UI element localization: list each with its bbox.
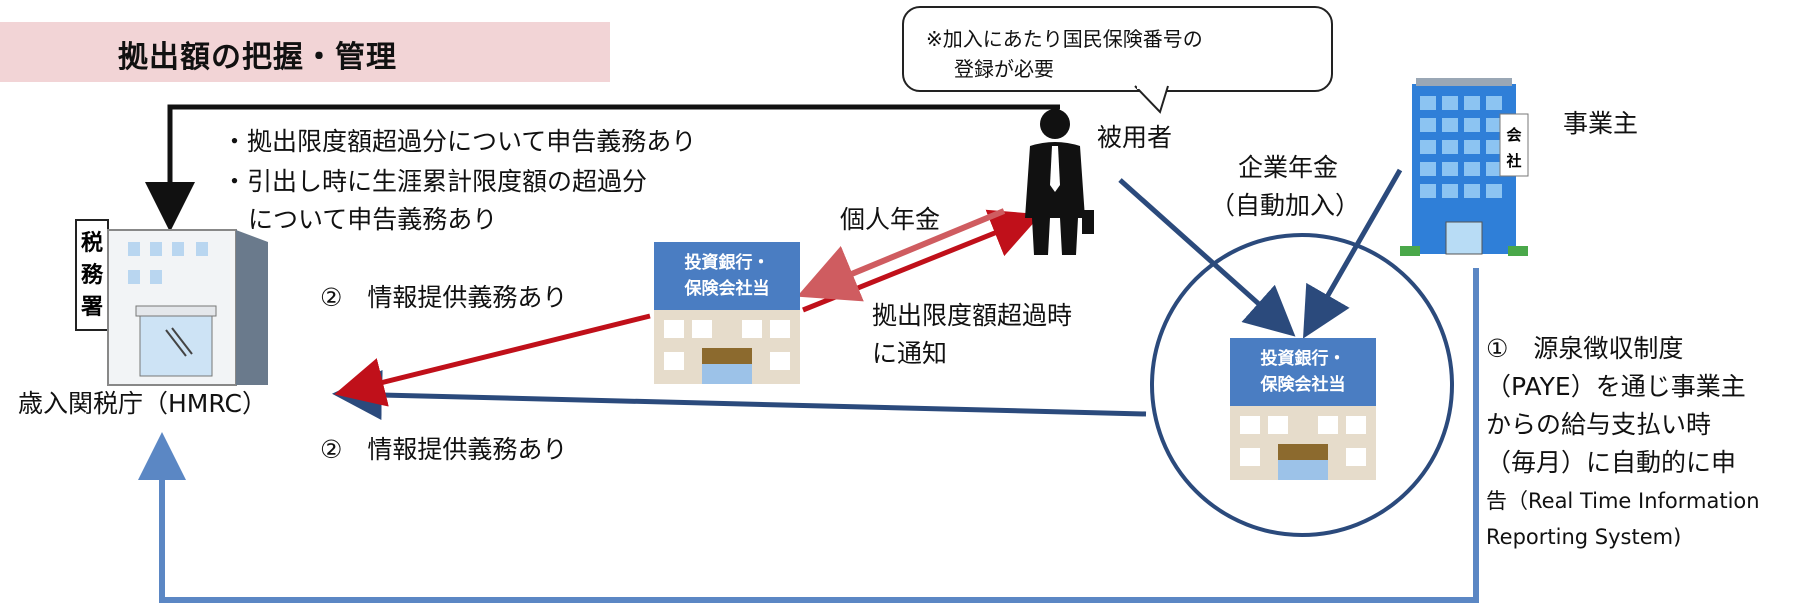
corporate-pension-label-2: （自動加入） [1210, 191, 1361, 220]
paye-line-1: ① 源泉徴収制度 [1486, 334, 1684, 363]
note-line-2: ・引出し時に生涯累計限度額の超過分 [222, 167, 648, 196]
bubble-line-2: 登録が必要 [954, 57, 1054, 81]
tax-office-sign-2: 務 [81, 262, 104, 288]
enrollment-circle [1150, 233, 1454, 537]
speech-bubble [902, 6, 1333, 92]
bank-left-label-2: 保険会社当 [684, 278, 770, 299]
info-duty-label-1: ② 情報提供義務あり [320, 283, 568, 312]
personal-pension-arrow [796, 208, 1006, 302]
bank-left-label-1: 投資銀行・ [685, 252, 770, 273]
excess-notice-line-2: に通知 [872, 339, 948, 368]
employer-to-bank-arrow [1303, 168, 1403, 339]
employee-label: 被用者 [1097, 123, 1173, 152]
company-sign-2: 社 [1505, 152, 1521, 170]
employee-figure [1025, 109, 1094, 255]
bank-right-label-1: 投資銀行・ [1261, 348, 1346, 369]
bubble-line-1: ※加入にあたり国民保険番号の [926, 27, 1203, 51]
tax-office-building [75, 219, 268, 386]
info-duty-label-2: ② 情報提供義務あり [320, 435, 568, 464]
bank-left-icon [654, 242, 800, 384]
title-bar [0, 22, 610, 82]
declaration-arrow [145, 104, 1060, 232]
personal-pension-label: 個人年金 [840, 205, 941, 234]
tax-office-sign-1: 税 [81, 230, 103, 256]
bank-right-icon [1230, 338, 1376, 480]
company-sign-1: 会 [1506, 126, 1521, 144]
note-line-3: について申告義務あり [248, 205, 498, 234]
bank-left-to-hmrc-arrow [334, 313, 651, 407]
employer-building [1400, 78, 1529, 256]
paye-description: ① 源泉徴収制度 （PAYE）を通じ事業主 からの給与支払い時 （毎月）に自動的… [1486, 330, 1816, 554]
page-title: 拠出額の把握・管理 [118, 40, 397, 75]
paye-line-4: （毎月）に自動的に申 [1486, 448, 1737, 477]
paye-line-6: Reporting System) [1486, 525, 1682, 549]
paye-arrow [138, 268, 1479, 603]
note-line-1: ・拠出限度額超過分について申告義務あり [222, 127, 697, 156]
bank-right-label-2: 保険会社当 [1260, 374, 1346, 395]
paye-line-3: からの給与支払い時 [1486, 410, 1712, 439]
speech-bubble-text: ※加入にあたり国民保険番号の 登録が必要 [926, 24, 1203, 84]
bank-to-hmrc-arrow [332, 370, 1147, 420]
bubble-tail [1134, 85, 1169, 114]
tax-office-sign-3: 署 [80, 295, 103, 320]
hmrc-label: 歳入関税庁（HMRC） [18, 389, 267, 418]
excess-notice-line-1: 拠出限度額超過時 [872, 301, 1073, 330]
paye-line-5: 告（Real Time Information [1486, 489, 1760, 513]
employer-label: 事業主 [1563, 109, 1639, 138]
corporate-pension-label-1: 企業年金 [1238, 153, 1339, 182]
paye-line-2: （PAYE）を通じ事業主 [1486, 372, 1746, 401]
employee-to-bank-arrow [1118, 178, 1296, 337]
